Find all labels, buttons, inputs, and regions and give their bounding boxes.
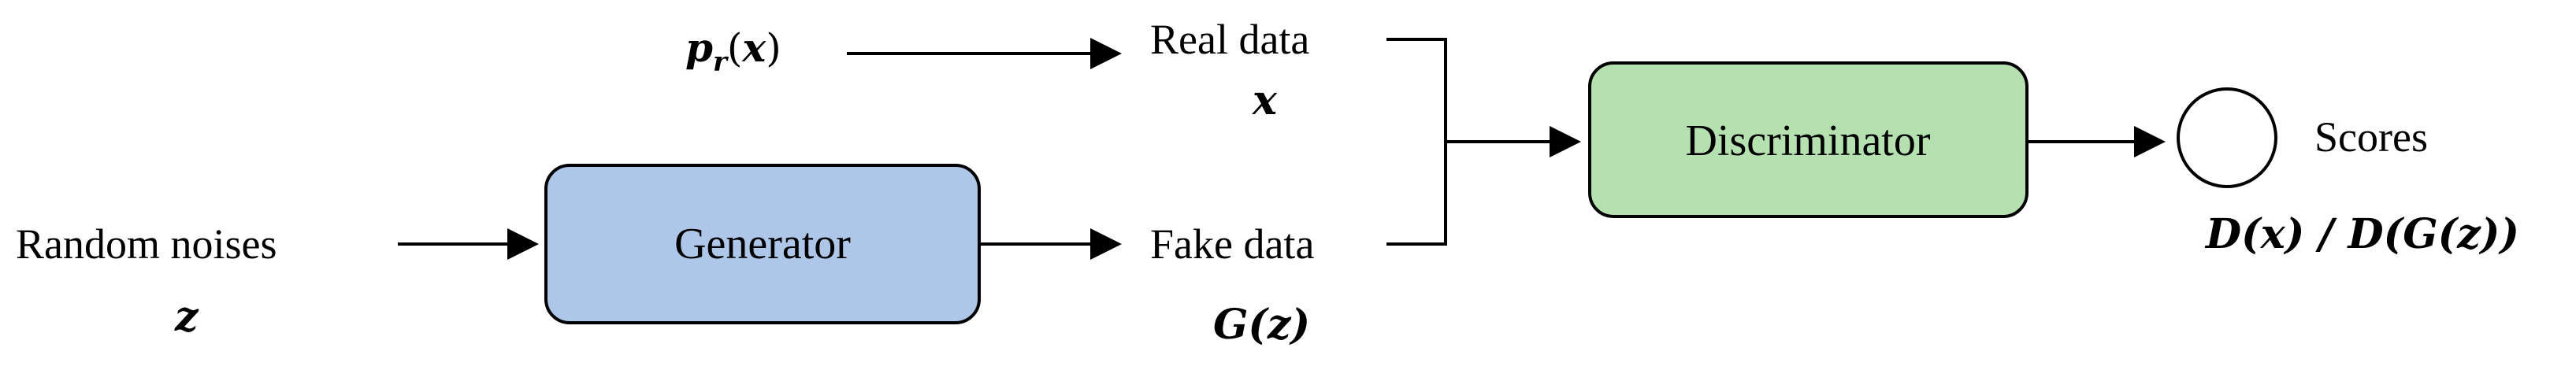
discriminator-label: Discriminator [1685, 117, 1930, 165]
scores-symbol: D(x) / D(G(z)) [2204, 210, 2519, 258]
real-data-label: Real data [1150, 16, 1309, 63]
noise-symbol: z [174, 293, 199, 341]
real-source-label: pr(x) [685, 24, 781, 78]
fake-data-symbol: G(z) [1213, 301, 1310, 349]
merge-bracket [1386, 38, 1447, 246]
fake-data-label: Fake data [1150, 220, 1314, 268]
scores-label: Scores [2314, 113, 2428, 161]
real-data-symbol: x [1252, 76, 1278, 124]
noise-label: Random noises [16, 220, 277, 268]
discriminator-box [1588, 61, 2029, 218]
generator-label: Generator [674, 220, 851, 268]
scores-circle [2177, 87, 2277, 188]
